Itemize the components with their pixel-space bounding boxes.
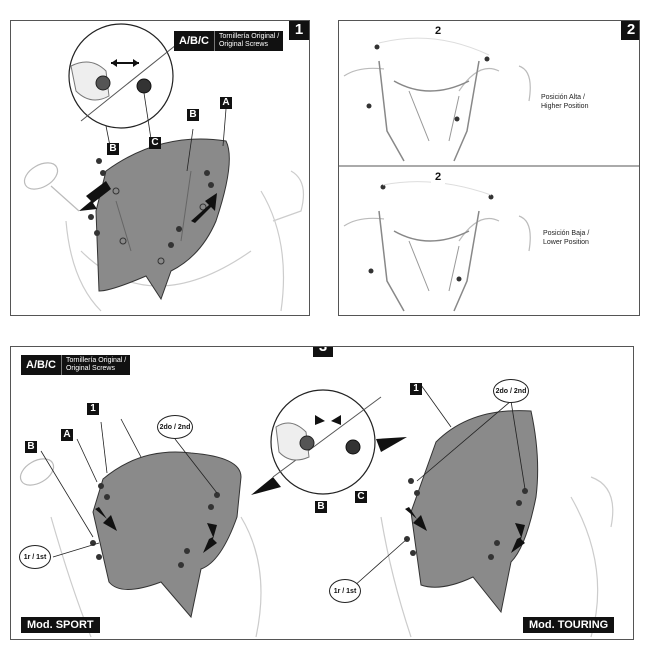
legend-code: A/B/C [174, 31, 214, 51]
panel-step-3: 3 A/B/C Tornillería Original / Original … [10, 346, 634, 640]
label-1-sport: 1 [87, 403, 99, 415]
panel-step-2: 2 2 2 Posición Alta / Higher Position Po… [338, 20, 640, 316]
windscreen-shape [95, 138, 230, 301]
model-sport-label: Mod. SPORT [21, 617, 100, 633]
step-number-1: 1 [289, 21, 309, 40]
lower-position-label: Posición Baja / Lower Position [543, 230, 590, 246]
higher-position-label: Posición Alta / Higher Position [541, 94, 589, 110]
model-touring-label: Mod. TOURING [523, 617, 615, 633]
label-B-zoom: B [107, 143, 119, 155]
step1-illustration [23, 23, 304, 312]
first-callout-touring: 1r / 1st [329, 579, 361, 603]
step2-illustration [339, 37, 639, 312]
first-callout-sport: 1r / 1st [19, 545, 51, 569]
second-callout-sport: 2do / 2nd [157, 415, 193, 439]
touring-windscreen [410, 410, 539, 614]
second-callout-touring: 2do / 2nd [493, 379, 529, 403]
label-2-low: 2 [431, 170, 445, 184]
legend-text: Tornillería Original / Original Screws [60, 355, 131, 375]
panel-step-1: 1 A/B/C Tornillería Original / Original … [10, 20, 310, 316]
sport-windscreen [92, 451, 242, 619]
legend-code: A/B/C [21, 355, 61, 375]
label-1-touring: 1 [410, 383, 422, 395]
step-number-3: 3 [313, 347, 333, 357]
label-C: C [149, 137, 161, 149]
screws-legend-1: A/B/C Tornillería Original / Original Sc… [174, 31, 284, 51]
label-A-sport: A [61, 429, 73, 441]
label-C-zoom: C [355, 491, 367, 503]
label-A: A [220, 97, 232, 109]
step3-illustration [19, 384, 614, 638]
label-2-high: 2 [431, 24, 445, 38]
legend-text: Tornillería Original / Original Screws [213, 31, 284, 51]
label-B: B [187, 109, 199, 121]
step-number-2: 2 [621, 21, 639, 40]
label-B-sport: B [25, 441, 37, 453]
label-B-zoom: B [315, 501, 327, 513]
screws-legend-3: A/B/C Tornillería Original / Original Sc… [21, 355, 131, 375]
